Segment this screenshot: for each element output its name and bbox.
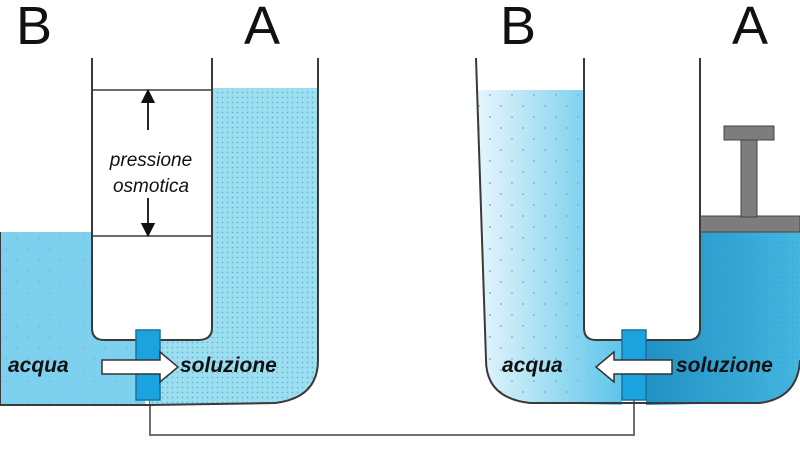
piston-handle [723,125,775,141]
left-label-b: B [16,0,52,56]
left-water-label: acqua [8,354,69,377]
right-label-b: B [500,0,536,56]
piston-rod [740,136,758,218]
pressure-label-line2: osmotica [113,176,189,197]
right-solution-label: soluzione [676,354,773,377]
left-solution-label: soluzione [180,354,277,377]
left-setup: pressione osmotica B A acqua soluzione [0,0,319,406]
pressure-label-line1: pressione [109,150,192,171]
right-setup: B A acqua soluzione [475,0,800,405]
right-label-a: A [732,0,768,56]
left-flow-arrow [101,350,180,384]
piston-plate [699,215,800,233]
right-basin-outline [475,57,800,404]
left-label-a: A [244,0,280,56]
left-basin-outline [0,58,319,406]
connector-line [149,398,635,436]
right-water-label: acqua [502,354,563,377]
right-flow-arrow [594,350,673,384]
